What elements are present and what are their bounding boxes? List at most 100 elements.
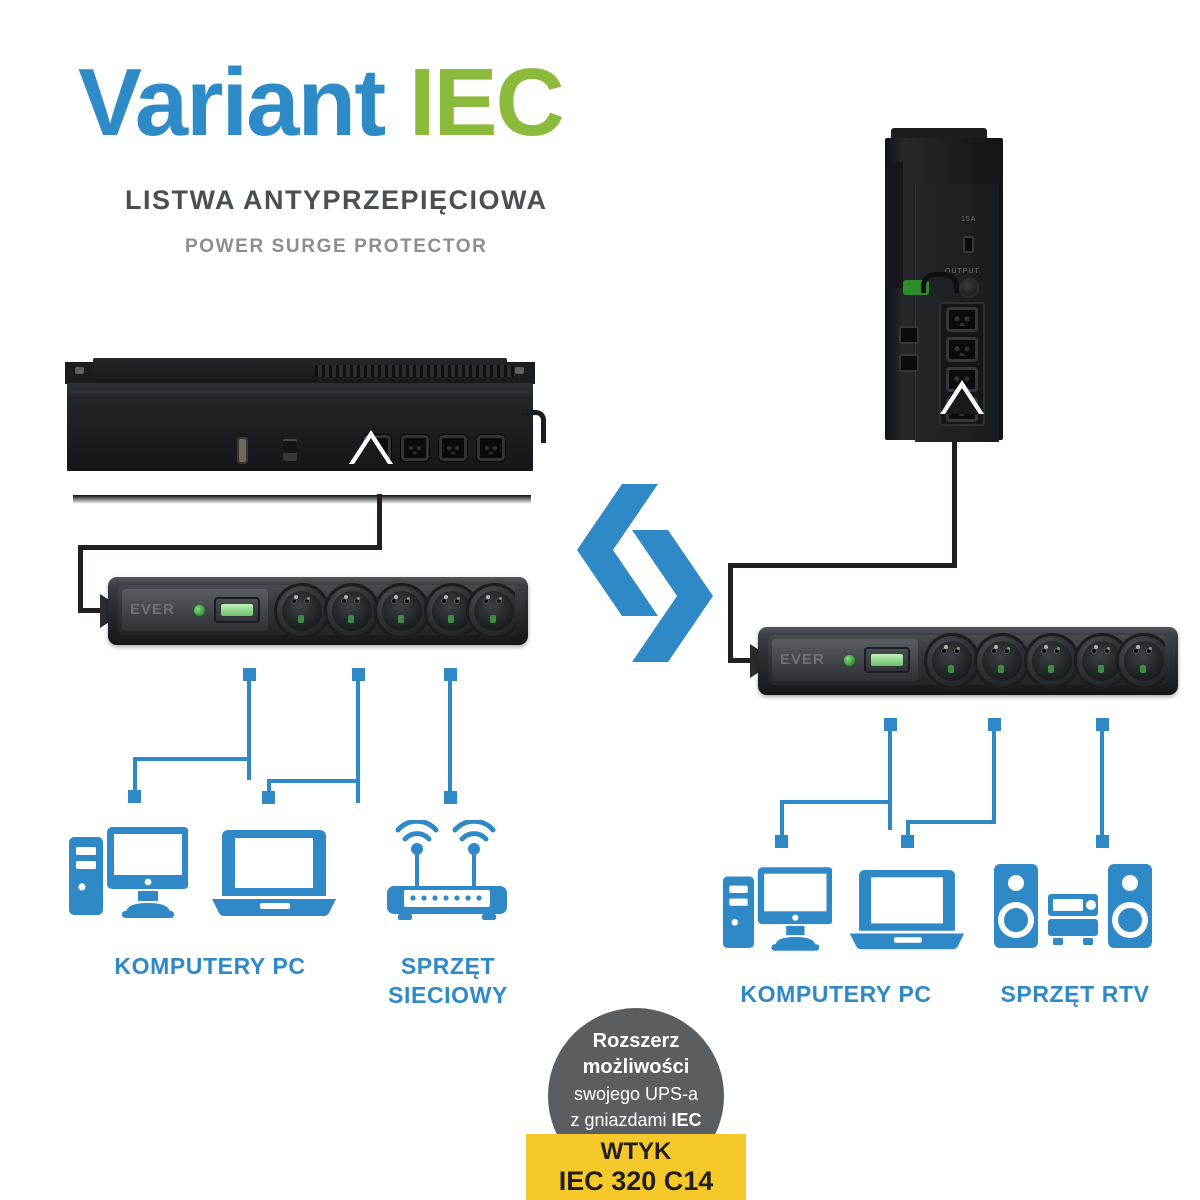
plug-type-banner: WTYK IEC 320 C14 — [526, 1134, 746, 1200]
connector-node — [444, 668, 457, 681]
cable-ups-to-strip-left-v1 — [377, 494, 382, 548]
rack-iec-outlet — [477, 435, 505, 461]
plug-label: WTYK — [600, 1138, 672, 1165]
connector-node — [1096, 718, 1109, 731]
rack-mount-hole — [75, 367, 84, 374]
connector-line — [888, 725, 892, 830]
tower-marking: 15A — [961, 216, 977, 223]
tower-rj11-port — [899, 354, 919, 372]
promo-badge: Rozszerz możliwości swojego UPS-a z gnia… — [526, 1008, 746, 1200]
rack-mount-hole — [515, 367, 524, 374]
strip-end-cap — [515, 587, 525, 633]
cable-ups-to-strip-right-v1 — [952, 440, 957, 567]
tower-rj45-port — [899, 326, 919, 344]
strip-power-switch[interactable] — [214, 597, 260, 623]
rack-power-cord — [521, 410, 546, 443]
strip-socket — [1116, 633, 1172, 689]
strip-end-cap — [1165, 637, 1175, 683]
rack-ups-device — [65, 358, 546, 504]
desktop-pc-icon — [69, 827, 188, 918]
strip-brand-logo: EVER — [780, 651, 825, 668]
rack-seam — [71, 391, 529, 393]
power-strip-left: EVER — [108, 577, 528, 645]
outlet-highlight-triangle-inner — [945, 388, 979, 414]
tower-marking: OUTPUT — [945, 268, 980, 275]
page-title: Variant IEC — [78, 55, 565, 151]
strip-brand-logo: EVER — [130, 601, 175, 618]
connector-line — [133, 757, 251, 761]
connector-line — [267, 779, 360, 783]
cable-ups-to-strip-left-v2 — [78, 545, 83, 611]
strip-socket — [466, 583, 522, 639]
cable-ups-to-strip-left-h2 — [78, 608, 104, 613]
strip-socket — [1024, 633, 1080, 689]
cable-ups-to-strip-left-h — [78, 545, 382, 550]
connector-line — [356, 675, 360, 803]
tower-fuse-breaker — [963, 236, 974, 253]
connector-line — [1100, 725, 1104, 840]
router-icon — [387, 820, 507, 920]
badge-line-4-bold: IEC — [671, 1110, 702, 1130]
strip-socket — [1074, 633, 1130, 689]
connector-line — [133, 757, 137, 800]
rack-vent-slots — [315, 365, 515, 377]
rack-ear-left — [65, 362, 99, 384]
hifi-stereo-icon — [994, 864, 1152, 948]
rack-iec-outlet — [439, 435, 467, 461]
rack-iec-outlet — [401, 435, 429, 461]
db9-serial-port — [237, 437, 248, 464]
subtitle-english: POWER SURGE PROTECTOR — [185, 236, 488, 257]
label-sprzet-rtv: SPRZĘT RTV — [1000, 981, 1150, 1007]
connector-node — [884, 718, 897, 731]
rack-front-face — [67, 383, 533, 504]
connector-node — [262, 791, 275, 804]
label-komputery-pc-left: KOMPUTERY PC — [114, 953, 306, 979]
connector-line — [906, 820, 996, 824]
rack-bottom-shadow — [73, 495, 531, 504]
cable-ups-to-strip-right-h — [728, 563, 957, 568]
badge-line-1: Rozszerz — [592, 1030, 680, 1052]
laptop-icon — [212, 830, 336, 916]
tower-iec-outlet — [946, 337, 978, 362]
tower-inlet-socket — [959, 278, 979, 298]
label-komputery-pc-right: KOMPUTERY PC — [740, 981, 932, 1007]
tower-ups-device: 15A OUTPUT AC IN — [885, 128, 1003, 442]
usb-port — [283, 439, 297, 461]
power-strip-right: EVER — [758, 627, 1178, 695]
strip-socket — [324, 583, 380, 639]
subtitle-polish: LISTWA ANTYPRZEPIĘCIOWA — [125, 185, 548, 215]
laptop-icon — [849, 869, 965, 950]
connector-line — [780, 800, 892, 804]
badge-line-2: możliwości — [582, 1056, 690, 1078]
strip-socket — [274, 583, 330, 639]
strip-socket — [374, 583, 430, 639]
connector-node — [988, 718, 1001, 731]
connector-line — [906, 820, 910, 842]
title-iec: IEC — [408, 49, 565, 156]
strip-socket — [974, 633, 1030, 689]
title-variant: Variant — [78, 49, 409, 156]
connector-line — [992, 725, 996, 821]
connector-node — [1096, 835, 1109, 848]
cable-ups-to-strip-right-v2 — [728, 563, 733, 662]
connector-line — [247, 675, 251, 780]
tower-cable-loop — [921, 272, 959, 293]
connector-node — [444, 791, 457, 804]
strip-power-switch[interactable] — [864, 647, 910, 673]
plug-type: IEC 320 C14 — [558, 1166, 714, 1196]
strip-status-led — [194, 605, 205, 616]
connector-line — [267, 779, 271, 801]
badge-line-4-text: z gniazdami — [570, 1110, 672, 1130]
connector-node — [128, 790, 141, 803]
connector-line — [448, 675, 452, 797]
ever-chevron-logo — [577, 484, 713, 662]
connector-node — [775, 835, 788, 848]
desktop-pc-icon — [722, 867, 832, 951]
connector-node — [901, 835, 914, 848]
badge-line-3: swojego UPS-a — [573, 1084, 699, 1104]
connector-node — [352, 668, 365, 681]
badge-line-4: z gniazdami IEC — [548, 1110, 724, 1131]
label-sprzet-sieciowy: SPRZĘT SIECIOWY — [388, 953, 508, 1008]
strip-status-led — [844, 655, 855, 666]
